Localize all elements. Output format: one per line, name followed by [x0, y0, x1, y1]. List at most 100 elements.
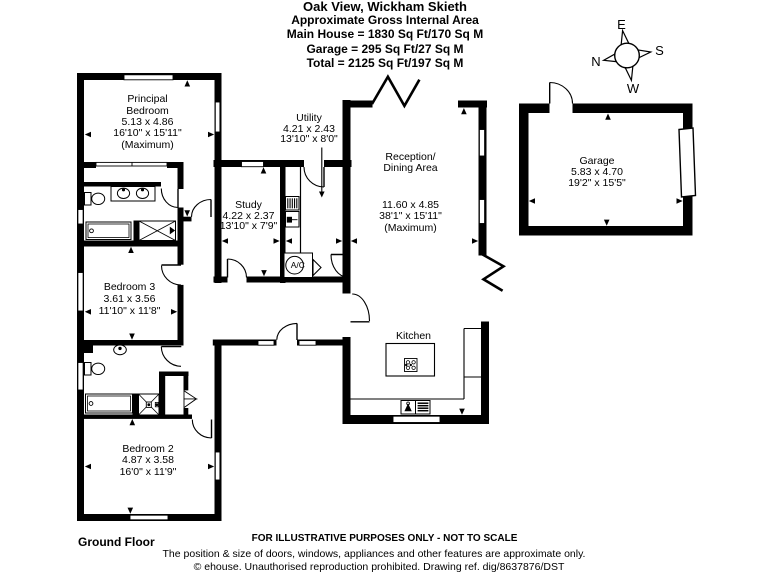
label-bedroom3-line: 3.61 x 3.56 — [103, 292, 156, 305]
break-line-top — [370, 74, 421, 109]
wall-kitchen-east — [481, 321, 489, 424]
dim-arrow — [84, 131, 91, 138]
bath-drain-ensuite — [89, 228, 94, 234]
vanity-counter — [110, 186, 156, 202]
dim-arrow — [603, 219, 610, 226]
door-arc-garage — [549, 81, 574, 104]
label-bedroom2-line: 16'0" x 11'9" — [119, 465, 177, 478]
window-kitchen-bottom — [392, 415, 441, 423]
dim-arrow — [221, 238, 228, 244]
washing-machine — [285, 196, 300, 211]
wall-cupboard-top — [159, 371, 189, 376]
label-bedroom3-line: Bedroom 3 — [103, 281, 156, 294]
basin-tap-bathroom — [118, 346, 122, 351]
wall-utility-top — [324, 160, 352, 167]
window-corridor-south-a — [257, 340, 275, 346]
dim-arrow — [676, 198, 683, 204]
label-principal-bedroom-line: Bedroom — [126, 104, 169, 117]
wall-reception-top-b — [458, 100, 487, 108]
dim-arrow — [260, 167, 267, 174]
wall-reception-east — [478, 100, 487, 256]
label-utility-line: Utility — [296, 112, 322, 125]
bath-ensuite-inner — [87, 223, 130, 238]
dim-arrow — [129, 419, 136, 426]
wall-bedroom3-right — [177, 284, 184, 346]
kitchen-island — [385, 342, 436, 377]
wall-shower-divider-ensuite — [133, 220, 139, 241]
dim-arrow — [336, 238, 343, 244]
compass-label-west: W — [626, 81, 640, 96]
wall-reception-top-a — [342, 100, 373, 108]
wall-bedroom2-top — [77, 414, 192, 419]
dim-arrow — [528, 198, 535, 204]
dim-arrow — [273, 238, 280, 244]
wardrobe-front — [95, 161, 168, 167]
shower-ensuite — [138, 220, 176, 241]
door-arc-study — [227, 258, 248, 278]
label-reception-dims-line: (Maximum) — [384, 221, 437, 234]
door-arc-utility-reception — [330, 254, 348, 278]
ac-fan — [312, 258, 322, 277]
utility-pointer-head — [319, 191, 325, 198]
compass-icon — [601, 28, 653, 83]
toilet-bowl-bathroom — [91, 362, 106, 375]
wall-ensuite-right-a — [177, 162, 184, 189]
dim-arrow — [261, 270, 267, 277]
title-main-house-area: Main House = 1830 Sq Ft/170 Sq M — [286, 27, 484, 41]
compass-label-south: S — [655, 42, 664, 58]
door-bifold-lower — [183, 398, 198, 409]
label-principal-bedroom-line: (Maximum) — [121, 138, 174, 151]
basin-tap-2 — [140, 188, 145, 192]
label-utility-line: 4.21 x 2.43 — [283, 122, 335, 135]
window-reception-east-a — [478, 129, 486, 157]
wall-study-right — [280, 160, 286, 283]
label-reception-dims-line: 11.60 x 4.85 — [381, 199, 440, 212]
door-arc-utility — [303, 166, 325, 188]
dim-arrow — [127, 507, 134, 514]
dim-arrow — [459, 408, 465, 415]
wall-reception-left — [342, 100, 351, 294]
footer-notice: FOR ILLUSTRATIVE PURPOSES ONLY - NOT TO … — [251, 532, 518, 544]
dim-arrow — [285, 238, 292, 244]
door-bifold-upper — [183, 389, 198, 400]
garage-door-panel — [678, 127, 697, 198]
wall-cupboard-stub — [183, 408, 189, 415]
wall-cupboard-right — [183, 376, 189, 391]
bath-bathroom-outer — [85, 393, 133, 414]
label-garage-line: Garage — [579, 154, 615, 167]
dim-arrow — [171, 309, 178, 315]
wall-garage-bottom — [519, 226, 693, 236]
dryer — [285, 211, 300, 228]
label-study-line: 13'10" x 7'9" — [219, 220, 278, 233]
footer-disclaimer: The position & size of doors, windows, a… — [162, 547, 586, 560]
window-reception-east-b — [478, 199, 486, 224]
dim-arrow — [208, 131, 215, 138]
toilet-cistern-ensuite — [84, 192, 92, 206]
wall-kitchen-west — [342, 337, 351, 424]
door-arc-bedroom3 — [160, 265, 182, 286]
label-kitchen: Kitchen — [364, 330, 464, 342]
wall-cupboard-left — [159, 376, 166, 416]
wall-shower-divider-bathroom — [132, 393, 139, 415]
title-total-area: Total = 2125 Sq Ft/197 Sq M — [306, 55, 464, 70]
dim-arrow — [605, 113, 611, 120]
wall-garage-top-a — [519, 103, 550, 113]
title-area-heading: Approximate Gross Internal Area — [291, 12, 479, 27]
compass-label-east: E — [617, 16, 626, 32]
window-corridor-south-b — [298, 340, 317, 346]
hob-dot — [409, 363, 412, 367]
dim-arrow — [128, 246, 134, 253]
hob-burner — [405, 365, 411, 370]
doors — [160, 81, 574, 439]
wall-corridor-north-b — [246, 276, 344, 283]
dimension-arrows — [84, 80, 683, 514]
dim-arrow — [208, 463, 215, 470]
break-line-right — [481, 252, 507, 292]
wall-bathroom-top — [77, 340, 184, 346]
label-study-line: 4.22 x 2.37 — [222, 209, 275, 222]
